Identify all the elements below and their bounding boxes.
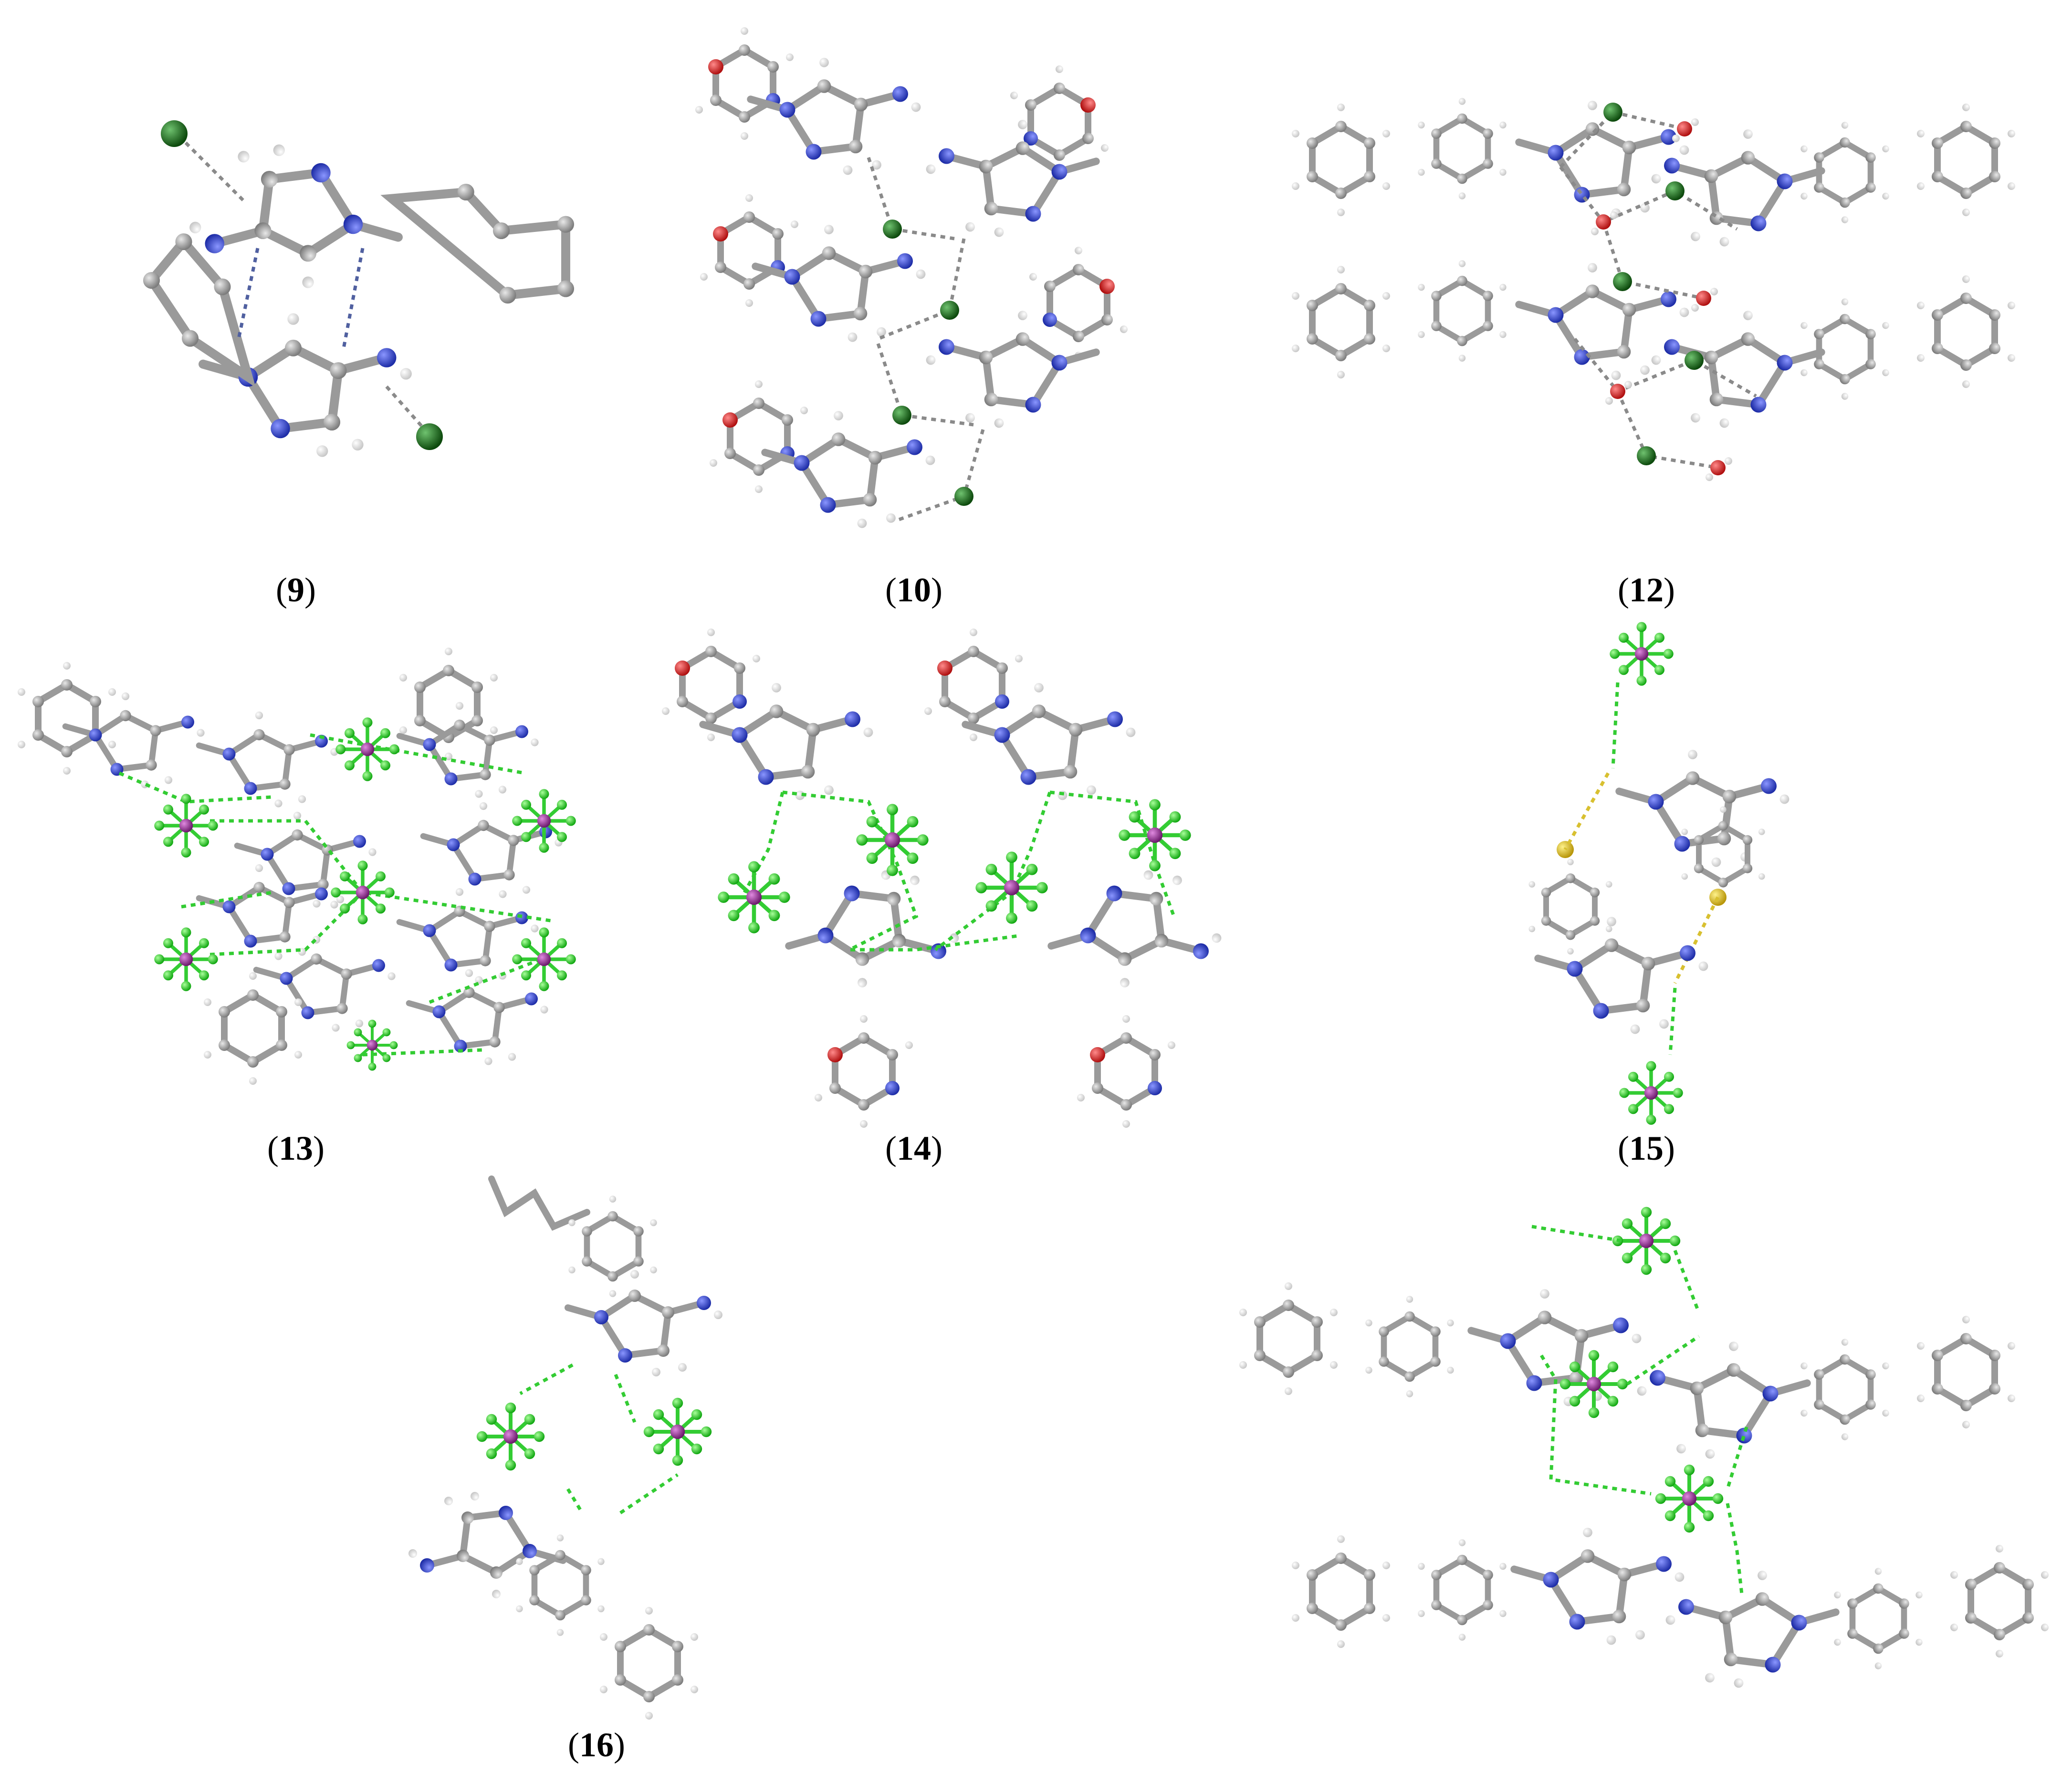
molecule-12-b — [1652, 104, 2015, 246]
caption-10: (10) — [885, 571, 942, 609]
panel-16-right — [0, 0, 2049, 1688]
caption-14: (14) — [885, 1129, 942, 1167]
panel-10: (10) — [695, 27, 1128, 609]
panel-15: (15) — [1528, 622, 1789, 1167]
molecule-12-a — [1292, 98, 1689, 218]
molecule-9-lower — [143, 233, 412, 457]
caption-12: (12) — [1618, 571, 1675, 609]
caption-15: (15) — [1618, 1129, 1675, 1167]
panel-12: (12) — [1292, 98, 2015, 609]
caption-16: (16) — [568, 1726, 625, 1764]
chloride-ion — [161, 120, 188, 147]
panel-16-left: (16) — [408, 1175, 722, 1764]
molecule-9-upper — [189, 145, 575, 304]
chloride-ion — [416, 423, 443, 450]
molecule-10-e — [710, 380, 935, 528]
molecule-10-b — [926, 65, 1109, 237]
molecule-10-d — [926, 247, 1128, 428]
panel-13: (13) — [18, 648, 576, 1167]
molecule-10-c — [700, 194, 925, 342]
panel-9: (9) — [143, 120, 575, 609]
panel-14: (14) — [662, 629, 1221, 1167]
caption-9: (9) — [276, 571, 316, 609]
caption-13: (13) — [267, 1129, 324, 1167]
molecule-10-a — [695, 27, 921, 175]
